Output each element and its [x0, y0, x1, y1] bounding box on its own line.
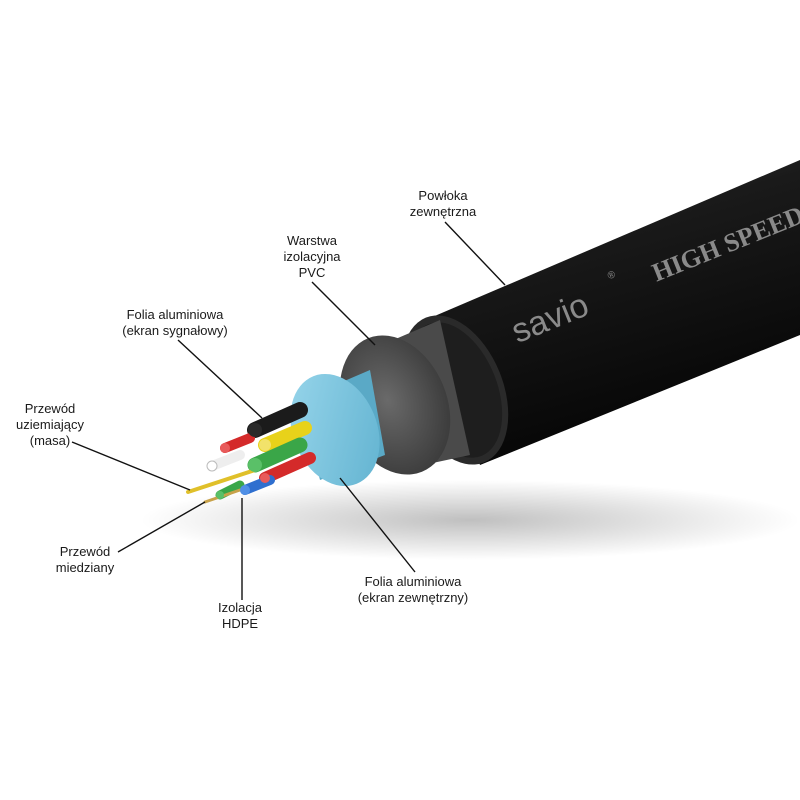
- svg-text:(ekran zewnętrzny): (ekran zewnętrzny): [358, 590, 469, 605]
- label-outer-foil: Folia aluminiowa (ekran zewnętrzny): [358, 574, 469, 605]
- label-signal-foil: Folia aluminiowa (ekran sygnałowy): [122, 307, 228, 338]
- svg-text:PVC: PVC: [299, 265, 326, 280]
- wire-red: [259, 452, 316, 484]
- svg-text:Izolacja: Izolacja: [218, 600, 263, 615]
- label-hdpe-insulation: Izolacja HDPE: [218, 600, 263, 631]
- svg-text:Przewód: Przewód: [25, 401, 76, 416]
- svg-text:izolacyjna: izolacyjna: [283, 249, 341, 264]
- wire-black: [247, 402, 308, 438]
- cable-shadow: [140, 480, 800, 560]
- leader-lines: [71, 221, 506, 600]
- svg-text:Przewód: Przewód: [60, 544, 111, 559]
- svg-text:zewnętrzna: zewnętrzna: [410, 204, 477, 219]
- label-pvc-layer: Warstwa izolacyjna PVC: [283, 233, 341, 280]
- wire-bundle: [186, 402, 316, 504]
- svg-text:miedziany: miedziany: [56, 560, 115, 575]
- svg-text:Folia aluminiowa: Folia aluminiowa: [365, 574, 463, 589]
- leader-copper-wire: [117, 501, 206, 553]
- svg-text:Folia aluminiowa: Folia aluminiowa: [127, 307, 225, 322]
- leader-outer-jacket: [444, 221, 506, 286]
- leader-signal-foil: [177, 339, 263, 419]
- leader-ground-wire: [71, 441, 191, 491]
- wire-yellow: [258, 421, 312, 452]
- wire-green: [247, 437, 308, 473]
- registered-mark: ®: [606, 269, 618, 282]
- leader-outer-foil: [339, 477, 416, 573]
- svg-text:HDPE: HDPE: [222, 616, 258, 631]
- svg-text:Powłoka: Powłoka: [418, 188, 468, 203]
- label-outer-jacket: Powłoka zewnętrzna: [410, 188, 477, 219]
- label-copper-wire: Przewód miedziany: [56, 544, 115, 575]
- label-ground-wire: Przewód uziemiający (masa): [16, 401, 84, 448]
- svg-text:Warstwa: Warstwa: [287, 233, 338, 248]
- ground-wire: [186, 468, 257, 494]
- svg-text:(ekran sygnałowy): (ekran sygnałowy): [122, 323, 228, 338]
- svg-text:(masa): (masa): [30, 433, 70, 448]
- leader-pvc-layer: [311, 281, 376, 346]
- svg-text:uziemiający: uziemiający: [16, 417, 84, 432]
